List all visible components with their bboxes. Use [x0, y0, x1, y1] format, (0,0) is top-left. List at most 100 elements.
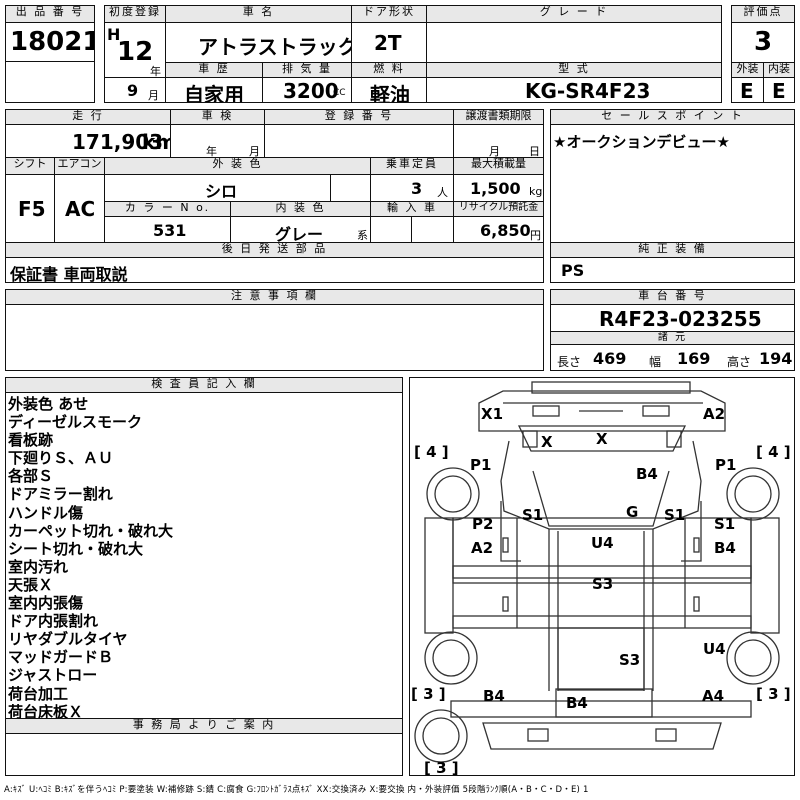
sales-point-text: ★オークションデビュー★: [553, 133, 730, 151]
month-unit: 月: [148, 89, 159, 102]
interior-grade-header: 内装: [763, 62, 795, 78]
first-registration-month-cell: 9 月: [104, 77, 166, 103]
lot-number: 18021: [10, 27, 95, 57]
inspector-note-item: シート切れ・破れ大: [8, 539, 144, 558]
model-code-cell: KG-SR4F23: [426, 77, 722, 103]
inspector-note-item: マッドガードＢ: [8, 648, 114, 667]
exterior-color-extra: [330, 174, 371, 202]
registration-number-cell: [264, 124, 454, 158]
registration-month: 9: [127, 81, 139, 100]
mark-tire-front-right: [ 4 ]: [756, 443, 791, 461]
model-code: KG-SR4F23: [525, 79, 651, 103]
max-load-value: 1,500: [470, 179, 521, 198]
fuel-header: 燃 料: [351, 62, 427, 78]
transfer-deadline-cell: 月 日: [453, 124, 544, 158]
displacement-cell: 3200 CC: [262, 77, 352, 103]
mark-s1-right: S1: [664, 506, 685, 524]
sales-point-header: セ ー ル ス ポ イ ン ト: [550, 109, 795, 125]
factory-equipment-header: 純 正 装 備: [550, 242, 795, 258]
mark-tire-spare: [ 3 ]: [424, 759, 459, 776]
inspector-note-item: リヤダブルタイヤ: [8, 630, 128, 649]
mark-b4-hood: B4: [636, 465, 658, 483]
mark-a2-left: A2: [471, 539, 493, 557]
first-registration-header: 初度登録: [104, 5, 166, 23]
inspection-header: 車 検: [170, 109, 265, 125]
inspector-note-item: ディーゼルスモーク: [8, 413, 142, 432]
transfer-month-unit: 月: [489, 145, 500, 158]
inspector-note-item: ドアミラー割れ: [8, 485, 113, 504]
inspection-cell: 年 月: [170, 124, 265, 158]
mark-a4: A4: [702, 687, 724, 705]
history-header: 車 歴: [165, 62, 263, 78]
chassis-number-header: 車 台 番 号: [550, 289, 795, 305]
inspector-note-item: ジャストロー: [8, 666, 98, 685]
interior-color-cell: グレー 系: [230, 216, 371, 243]
chassis-number-value: R4F23-023255: [599, 307, 762, 331]
transfer-day-unit: 日: [529, 145, 540, 158]
specs-header: 諸 元: [550, 331, 795, 345]
import-cell-b: [411, 216, 454, 243]
lot-number-blank: [5, 61, 95, 103]
parts-shipped-later-header: 後 日 発 送 部 品: [5, 242, 544, 258]
mark-b4-rear-left: B4: [483, 687, 505, 705]
mark-u4-top: U4: [591, 534, 614, 552]
shift-header: シフト: [5, 157, 55, 175]
interior-grade-cell: E: [763, 77, 795, 103]
lot-number-cell: 18021: [5, 22, 95, 62]
interior-color-value: グレー: [275, 225, 324, 243]
factory-equipment-value: PS: [561, 261, 585, 280]
width-value: 169: [677, 349, 711, 368]
shift-cell: F5: [5, 174, 55, 243]
capacity-cell: 3 人: [370, 174, 454, 202]
mileage-header: 走 行: [5, 109, 171, 125]
car-name-cell: アトラストラック: [165, 22, 352, 63]
max-load-header: 最大積載量: [453, 157, 544, 175]
inspector-note-item: 天張Ｘ: [8, 575, 54, 594]
mark-s3-top: S3: [592, 575, 613, 593]
inspector-note-item: 各部Ｓ: [8, 467, 54, 486]
model-code-header: 型 式: [426, 62, 722, 78]
interior-color-header: 内 装 色: [230, 201, 371, 217]
first-registration-cell: H 12 年: [104, 22, 166, 78]
score-header: 評価点: [731, 5, 795, 23]
inspector-note-item: 室内内張傷: [8, 594, 84, 613]
fuel-cell: 軽油: [351, 77, 427, 103]
mark-x-a: X: [541, 433, 553, 451]
mark-s1-left: S1: [522, 506, 543, 524]
office-notice-header: 事 務 局 よ り ご 案 内: [5, 718, 403, 734]
mark-b4-rear: B4: [566, 694, 588, 712]
recycle-deposit-unit: 円: [530, 229, 541, 242]
capacity-unit: 人: [437, 186, 448, 199]
office-notice-cell: [5, 733, 403, 776]
fuel-value: 軽油: [370, 83, 410, 103]
interior-grade: E: [772, 79, 786, 103]
capacity-value: 3: [411, 179, 423, 198]
exterior-color-header: 外 装 色: [104, 157, 371, 175]
displacement-unit: CC: [333, 88, 346, 98]
inspector-note-item: カーペット切れ・破れ大: [8, 521, 174, 540]
mileage-value: 171,903: [72, 130, 164, 154]
chassis-number-cell: R4F23-023255: [550, 304, 795, 332]
exterior-grade: E: [740, 79, 754, 103]
registration-number-header: 登 録 番 号: [264, 109, 454, 125]
factory-equipment-cell: PS: [550, 257, 795, 283]
aircon-cell: AC: [54, 174, 105, 243]
shift-value: F5: [18, 197, 46, 221]
import-cell-a: [370, 216, 412, 243]
door-type: 2T: [374, 31, 402, 55]
max-load-unit: kg: [529, 185, 543, 198]
mileage-unit: km: [142, 130, 170, 154]
mark-p1-left: P1: [470, 456, 491, 474]
mark-p1-right: P1: [715, 456, 736, 474]
mark-b4-door: B4: [714, 539, 736, 557]
grade-header: グ レ ー ド: [426, 5, 722, 23]
height-value: 194: [759, 349, 793, 368]
mark-s1-door: S1: [714, 515, 735, 533]
lot-number-header: 出 品 番 号: [5, 5, 95, 23]
damage-code-legend: A:ｷｽﾞ U:ﾍｺﾐ B:ｷｽﾞを伴うﾍｺﾐ P:要塗装 W:補修跡 S:錆 …: [4, 785, 589, 795]
parts-shipped-later-value: 保証書 車両取説: [10, 265, 128, 283]
inspector-notes-cell: [5, 392, 403, 719]
grade-cell: [426, 22, 722, 63]
transfer-deadline-header: 譲渡書類期限: [453, 109, 544, 125]
